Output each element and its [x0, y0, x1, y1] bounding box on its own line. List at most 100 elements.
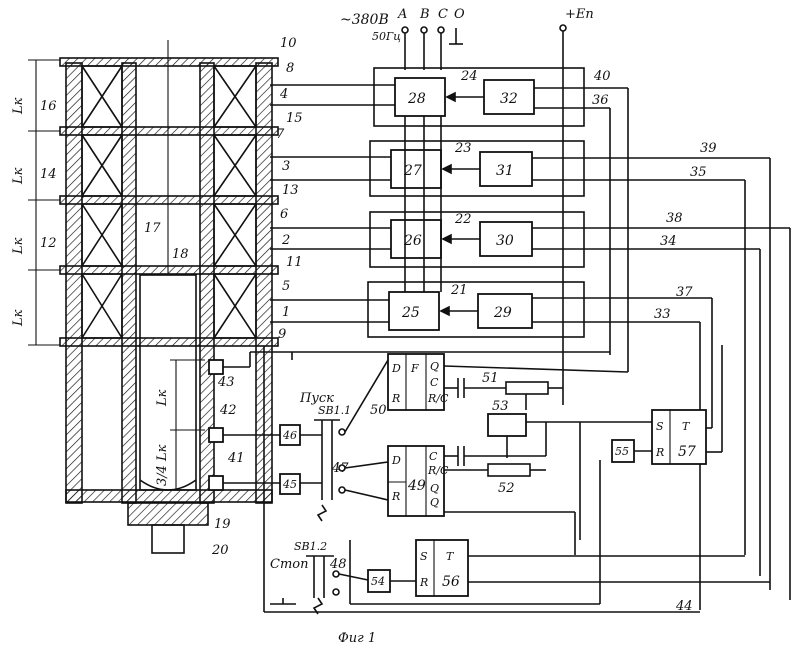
ff50-r: R — [391, 392, 400, 405]
ref-23: 23 — [454, 141, 472, 156]
base-19 — [128, 503, 208, 525]
label-49: 49 — [407, 478, 426, 494]
ref-50: 50 — [370, 403, 387, 418]
start-button[interactable] — [314, 360, 388, 521]
start-code: SB1.1 — [318, 404, 351, 417]
ref-53: 53 — [492, 399, 509, 414]
sensor-41 — [209, 476, 223, 490]
ff49-q: Q — [430, 482, 439, 495]
ref-24: 24 — [460, 69, 478, 84]
sensor-42 — [209, 428, 223, 442]
separator-11 — [60, 266, 278, 274]
ff49-d: D — [391, 454, 401, 467]
ref-22: 22 — [454, 212, 472, 227]
sensor-43 — [209, 360, 223, 374]
label-55: 55 — [615, 445, 629, 458]
ref-9: 9 — [278, 327, 286, 342]
label-32: 32 — [500, 91, 518, 107]
ref-52: 52 — [498, 481, 515, 496]
t57-r: R — [655, 446, 664, 459]
ref-4: 4 — [279, 87, 288, 102]
label-25: 25 — [401, 305, 420, 321]
t57-s: S — [656, 420, 664, 433]
ref-38: 38 — [666, 211, 683, 226]
t56-s: S — [420, 550, 428, 563]
ref-8: 8 — [286, 61, 294, 76]
ref-35: 35 — [690, 165, 707, 180]
label-45: 45 — [282, 478, 297, 491]
label-31: 31 — [496, 163, 514, 179]
ref-16: 16 — [40, 99, 57, 114]
ff50-q: Q — [430, 360, 439, 373]
ep-label: +Eп — [565, 7, 594, 22]
ref-3: 3 — [282, 159, 290, 174]
phase-a: A — [397, 7, 407, 22]
figure-caption: Фиг 1 — [338, 631, 376, 646]
supply-voltage: ~380B — [340, 12, 389, 28]
stop-code: SB1.2 — [294, 540, 327, 553]
ref-1: 1 — [282, 305, 290, 320]
ff50-f: F — [410, 362, 419, 375]
ff49-c: C — [429, 450, 438, 463]
ref-51: 51 — [482, 371, 499, 386]
ref-17: 17 — [144, 221, 161, 236]
ref-36: 36 — [592, 93, 609, 108]
ref-14: 14 — [40, 167, 57, 182]
phase-b: B — [419, 7, 430, 22]
ref-41: 41 — [227, 451, 245, 466]
ref-42: 42 — [219, 403, 237, 418]
ff50-d: D — [391, 362, 401, 375]
ref-21: 21 — [450, 283, 468, 298]
ref-37: 37 — [676, 285, 693, 300]
label-56: 56 — [442, 574, 460, 590]
lk-left-1: Lк — [11, 97, 26, 115]
label-27: 27 — [403, 163, 422, 179]
t56-r: R — [419, 576, 428, 589]
block-53 — [488, 414, 526, 436]
supply-frequency: 50Гц — [372, 30, 401, 43]
ff50-c: C — [430, 376, 439, 389]
phase-o: O — [454, 7, 465, 22]
supply-header: ~380B 50Гц A B C O +Eп — [340, 7, 594, 405]
label-57: 57 — [678, 444, 696, 460]
lk-left-3: Lк — [11, 237, 26, 255]
separator-9 — [60, 338, 278, 346]
ref-43: 43 — [217, 375, 235, 390]
rod-20 — [152, 525, 184, 553]
separator-13 — [60, 196, 278, 204]
ff50-rc: R/C — [427, 392, 449, 405]
ref-7: 7 — [276, 127, 285, 142]
ref-5: 5 — [282, 279, 290, 294]
ref-47: 47 — [331, 461, 349, 476]
ref-11: 11 — [286, 255, 303, 270]
lk-right-2: 3/4 Lк — [155, 444, 170, 486]
ref-44: 44 — [675, 599, 693, 614]
ref-19: 19 — [214, 517, 231, 532]
ref-12: 12 — [40, 236, 57, 251]
lk-left-4: Lк — [11, 309, 26, 327]
label-54: 54 — [371, 575, 385, 588]
ref-10: 10 — [280, 36, 297, 51]
control-logic: D R F Q C R/C 50 D R C R/C Q Q 49 51 53 — [223, 345, 770, 614]
ref-18: 18 — [172, 247, 189, 262]
stop-label: Стоп — [270, 557, 308, 572]
ref-33: 33 — [654, 307, 671, 322]
ref-40: 40 — [593, 69, 611, 84]
top-flange — [60, 58, 278, 66]
ref-34: 34 — [660, 234, 677, 249]
ref-20: 20 — [211, 543, 229, 558]
ff49-qb: Q — [430, 496, 439, 509]
label-29: 29 — [493, 305, 512, 321]
ref-2: 2 — [281, 233, 290, 248]
ref-15: 15 — [286, 111, 303, 126]
separator-15 — [60, 127, 278, 135]
ref-6: 6 — [280, 207, 288, 222]
label-26: 26 — [403, 233, 422, 249]
ff49-r: R — [391, 490, 400, 503]
ref-39: 39 — [700, 141, 717, 156]
phase-c: C — [438, 7, 448, 22]
label-46: 46 — [282, 429, 297, 442]
lk-right-1: Lк — [155, 389, 170, 407]
